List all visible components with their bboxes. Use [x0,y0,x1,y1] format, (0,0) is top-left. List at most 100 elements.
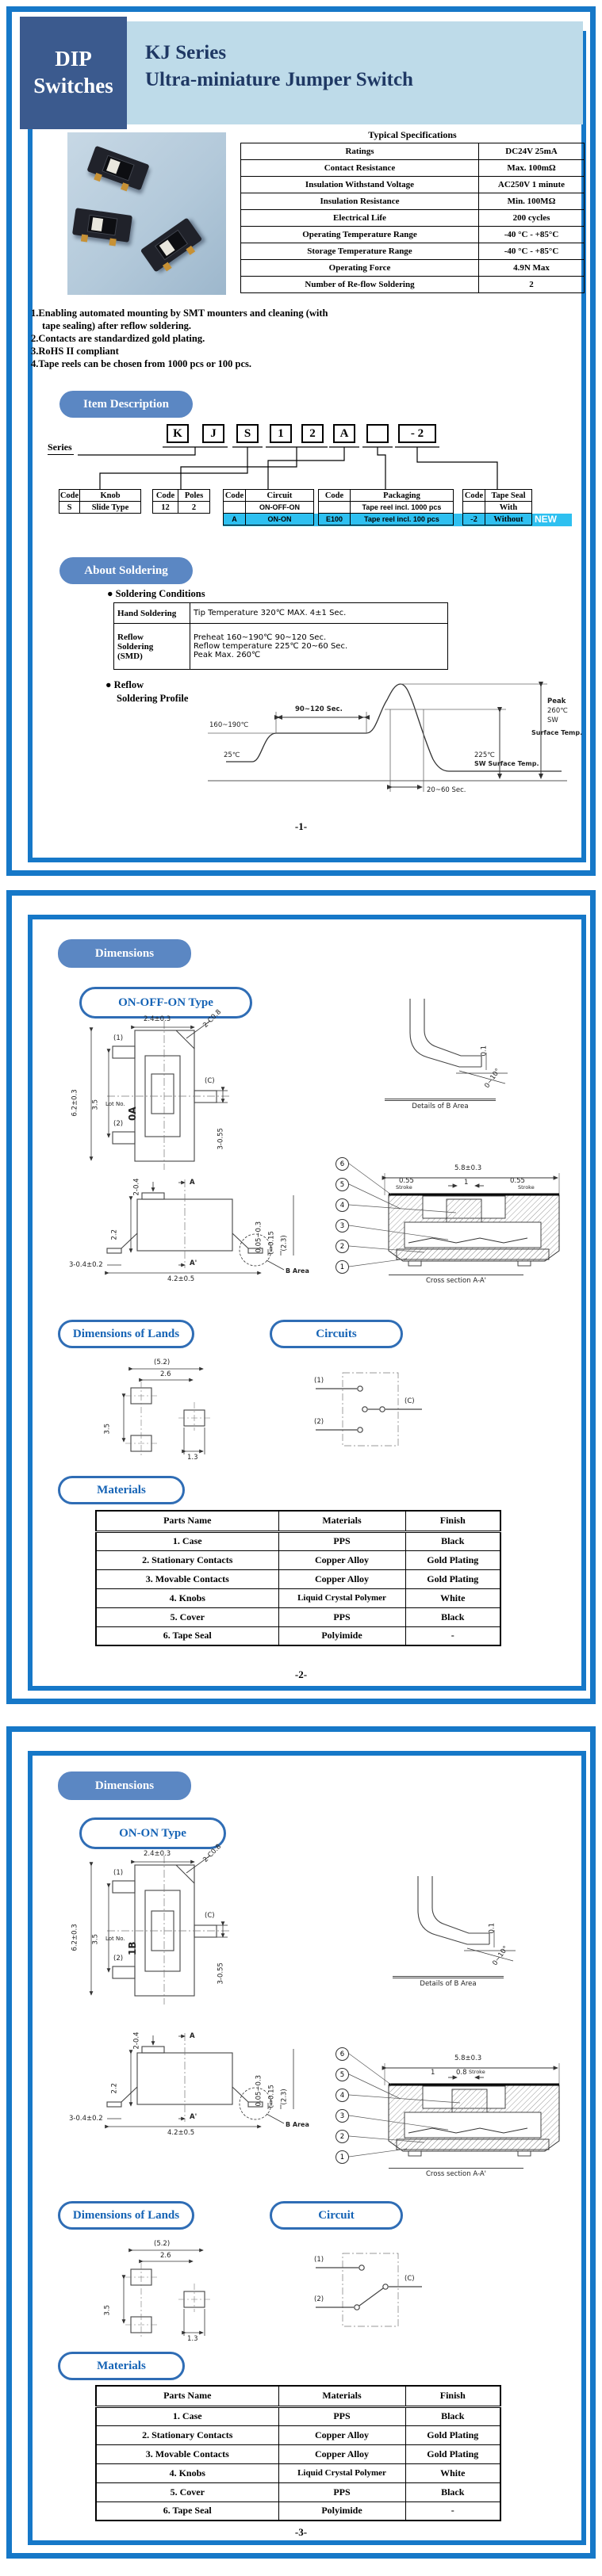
dim-pitch: 3.5 [91,1099,100,1110]
dim-lands-dx: 2.6 [160,2252,171,2260]
spec-name: Storage Temperature Range [240,243,479,260]
dim-knob-height: 2-0.4 [132,2031,141,2050]
cross-section-caption: Cross section A-A' [389,2168,523,2178]
cell: 5. Cover [95,1607,279,1627]
page-number: -1- [294,820,308,832]
cell: White [405,2463,501,2483]
type-label-onoffon: ON-OFF-ON Type [79,987,252,1019]
soldering-value-line: Peak Max. 260℃ [194,651,261,659]
dimensions-header: Dimensions [58,1771,191,1800]
circuit-header: Circuit [270,2201,403,2230]
profile-preheat-temp: 160~190℃ [209,721,249,729]
table-row: Reflow Soldering (SMD) Preheat 160~190℃ … [113,623,448,670]
cell: Black [405,1531,501,1551]
cell: Tape reel incl. 100 pcs [350,513,454,526]
product-category-line1: DIP [55,47,92,71]
col-header: Code [59,489,80,502]
cell: 6. Tape Seal [95,2501,279,2521]
callout-3: 3 [336,1219,349,1233]
soldering-method-line: Soldering [117,641,154,652]
cell: 4. Knobs [95,2463,279,2483]
section-a-label: A [190,2032,195,2040]
reflow-profile-label-1: ● Reflow [105,679,144,690]
spec-name: Operating Force [240,259,479,277]
cell: With [485,501,532,514]
col-header: Materials [278,2385,406,2408]
dim-knob: 1 [464,1179,469,1187]
type-label-onon: ON-ON Type [79,1817,226,1849]
dim-terminal: 3-0.55 [217,1128,225,1150]
cell: 1. Case [95,2406,279,2426]
header-band [127,21,583,124]
spec-name: Insulation Withstand Voltage [240,176,479,193]
dim-lands-dx: 2.6 [160,1370,171,1378]
profile-peak-label: Peak [547,698,566,705]
page-title: Ultra-miniature Jumper Switch [145,69,413,90]
callout-2: 2 [336,2130,349,2143]
series-title: KJ Series [145,42,227,63]
cell: Gold Plating [405,2425,501,2445]
col-header: Finish [405,2385,501,2408]
onon-front-view: 2-0.4 2.2 A A' 0.05~0.3 t=0.15 (2.3) 3-0… [58,2031,328,2144]
dim-stroke-right: 0.55 [510,1177,525,1185]
onoffon-top-view: 2.4±0.3 2-C0.8 6.2±0.3 3.5 Lot No. 0A (1… [67,1008,266,1173]
page-2: Dimensions ON-OFF-ON Type [6,890,596,1704]
cell: Polyimide [278,2501,406,2521]
cell: Black [405,2406,501,2426]
part-number-box: J [202,424,224,443]
cell: Slide Type [79,501,141,514]
part-number-box [366,424,389,443]
page-3: Dimensions ON-ON Type [6,1726,596,2559]
product-category-line2: Switches [33,74,113,97]
cell: Without [485,513,532,526]
onoffon-lands: (5.2) 2.6 3.5 1.3 [103,1359,246,1466]
reflow-profile-chart: 160~190℃ 25℃ 90~120 Sec. Peak 260℃ SW Su… [198,676,583,801]
table-row: Operating Temperature Range-40 °C - +85°… [240,226,585,243]
callout-5: 5 [336,2068,349,2081]
part-number-box: K [167,424,189,443]
dim-body-width: 4.2±0.5 [167,1275,195,1283]
callout-1: 1 [336,1260,349,1274]
spec-value: AC250V 1 minute [478,176,585,193]
dimensions-header: Dimensions [58,939,191,968]
profile-reflow-time: 20~60 Sec. [427,786,466,794]
dim-feet: 3-0.4±0.2 [69,2115,103,2123]
dim-lands-width: (5.2) [154,1359,171,1366]
dim-offset: 0.1 [480,1045,489,1057]
dim-thickness: t=0.15 [267,2085,276,2108]
cell: ON-OFF-ON [245,501,314,514]
product-category-box: DIP Switches [20,17,127,129]
cell: Copper Alloy [278,2444,406,2464]
onon-top-view: 2.4±0.3 2-C0.8 6.2±0.3 3.5 Lot No. 1B (1… [67,1843,266,2008]
soldering-method: Hand Soldering [113,602,190,624]
cell: 2. Stationary Contacts [95,2425,279,2445]
dim-pitch: 3.5 [91,1933,100,1945]
spec-value: Max. 100mΩ [478,159,585,177]
switch-illustration [86,145,150,192]
col-header: Code [223,489,246,502]
dim-cross-width: 5.8±0.3 [454,2054,482,2062]
circuit-pinc: (C) [405,2275,415,2283]
col-header: Knob [79,489,141,502]
onoffon-cross-section: 6 5 4 3 2 1 5.8±0.3 0.55 Stroke 0.55 Str… [329,1133,567,1288]
callout-6: 6 [336,2047,349,2061]
dim-stroke-left-word: Stroke [396,1184,412,1191]
spec-value: 200 cycles [478,209,585,227]
dim-lands-dy: 3.5 [103,1423,112,1435]
dim-body-height: 2.2 [110,2082,119,2094]
